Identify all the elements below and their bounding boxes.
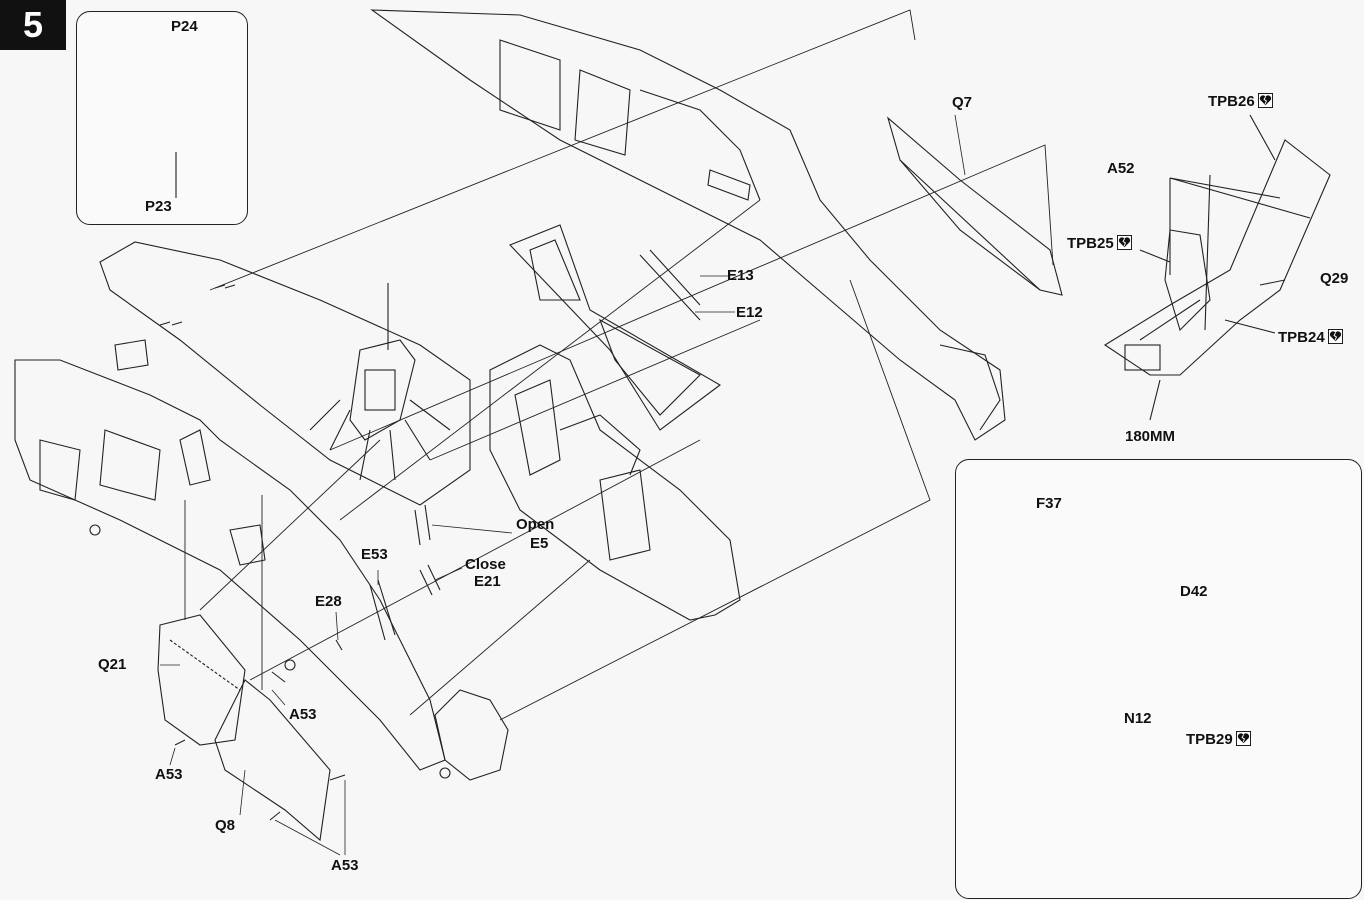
label-q8: Q8 — [215, 817, 236, 834]
label-a53-left: A53 — [155, 766, 183, 783]
label-q7: Q7 — [952, 94, 973, 111]
cockpit-door-q8 — [214, 679, 331, 842]
label-e13: E13 — [727, 267, 754, 284]
label-e12: E12 — [736, 304, 763, 321]
cockpit-door-q21 — [157, 614, 246, 746]
label-180mm: 180MM — [1125, 428, 1176, 445]
rotor-mast-assembly — [309, 283, 451, 481]
windscreen-frame — [509, 224, 721, 431]
label-p24: P24 — [171, 18, 198, 35]
alignment-lines — [184, 9, 1054, 721]
label-close: Close — [465, 556, 506, 573]
tail-fin-q7 — [886, 116, 1063, 296]
heart-break-icon — [1116, 235, 1132, 250]
small-parts — [114, 249, 701, 821]
upper-fuselage-half — [370, 9, 1006, 441]
cockpit-tub — [489, 344, 741, 621]
tpb29-text: TPB29 — [1186, 731, 1233, 748]
label-f37: F37 — [1036, 495, 1062, 512]
label-tpb25: TPB25 — [1067, 235, 1132, 252]
step-number-badge: 5 — [0, 0, 66, 50]
label-q29: Q29 — [1320, 270, 1349, 287]
label-n12: N12 — [1124, 710, 1152, 727]
label-a53-upper: A53 — [289, 706, 317, 723]
tpb24-text: TPB24 — [1278, 329, 1325, 346]
label-e21: E21 — [474, 573, 501, 590]
label-a52: A52 — [1107, 160, 1135, 177]
label-q21: Q21 — [98, 656, 127, 673]
label-tpb29: TPB29 — [1186, 731, 1251, 748]
nose-cap — [434, 689, 509, 781]
tpb26-text: TPB26 — [1208, 93, 1255, 110]
heart-break-icon — [1327, 329, 1343, 344]
label-e53: E53 — [361, 546, 388, 563]
label-open: Open — [516, 516, 555, 533]
label-tpb24: TPB24 — [1278, 329, 1343, 346]
inset-box-top-left — [76, 11, 248, 225]
lower-fuselage-half — [14, 359, 446, 771]
seat-assembly-q29 — [1103, 114, 1331, 421]
label-p23: P23 — [145, 198, 172, 215]
inset-box-bottom-right — [955, 459, 1362, 899]
tpb25-text: TPB25 — [1067, 235, 1114, 252]
label-e5: E5 — [530, 535, 549, 552]
stub-wing — [99, 241, 471, 506]
heart-break-icon — [1257, 93, 1273, 108]
label-a53-bottom: A53 — [331, 857, 359, 874]
label-tpb26: TPB26 — [1208, 93, 1273, 110]
label-e28: E28 — [315, 593, 342, 610]
label-d42: D42 — [1180, 583, 1208, 600]
heart-break-icon — [1235, 731, 1251, 746]
